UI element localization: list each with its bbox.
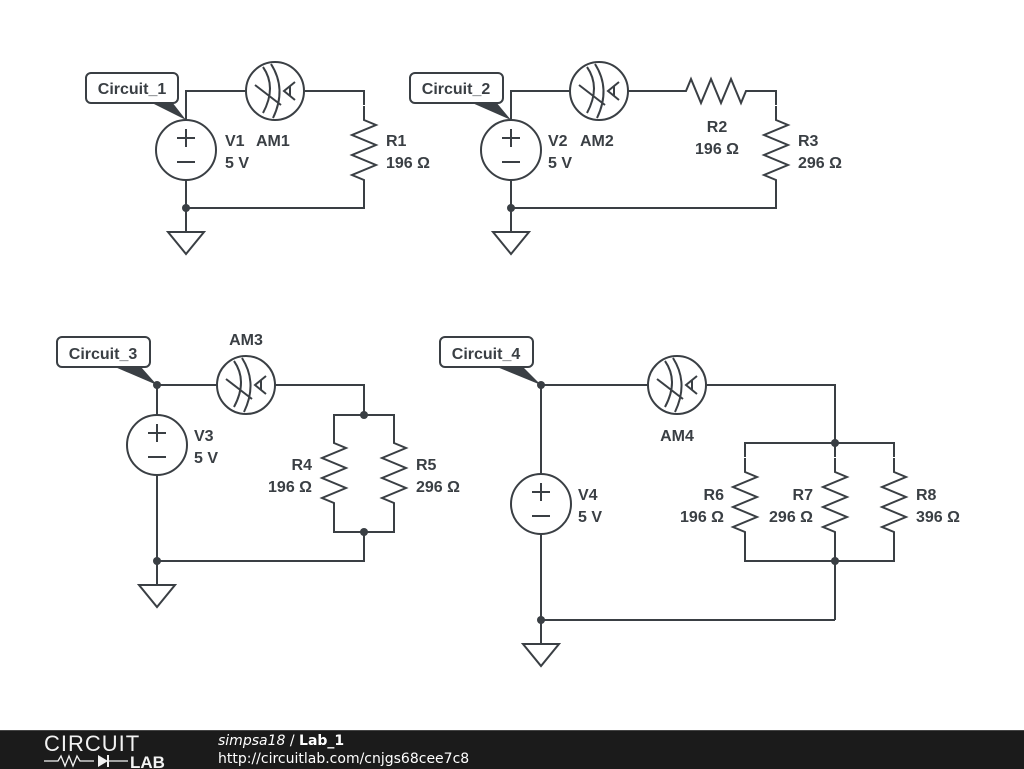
label-pointer <box>470 102 511 120</box>
source-value: 5 V <box>225 155 249 172</box>
resistor-name: R8 <box>916 487 937 504</box>
ammeter-name: AM2 <box>580 133 614 150</box>
circuit-4: Circuit_4 AM4 V4 5 V R6 196 Ω R7 296 Ω R… <box>439 336 960 667</box>
ammeter-name: AM1 <box>256 133 290 150</box>
circuit-3: Circuit_3 AM3 V3 5 V R4 196 Ω R5 296 Ω <box>56 332 460 608</box>
wire[interactable] <box>706 384 836 443</box>
ammeter-am3[interactable] <box>216 355 276 415</box>
label-pointer <box>115 367 157 385</box>
wire[interactable] <box>760 90 777 105</box>
logo-text-circuit: CIRCUIT <box>44 731 141 756</box>
resistor-name: R3 <box>798 133 819 150</box>
voltage-source-v4[interactable] <box>510 473 572 535</box>
ground-icon[interactable] <box>138 584 176 608</box>
source-value: 5 V <box>194 450 218 467</box>
breadcrumb-separator: / <box>285 733 300 749</box>
resistor-value: 196 Ω <box>386 155 430 172</box>
resistor-r5[interactable] <box>381 428 407 518</box>
source-name: V1 <box>225 133 245 150</box>
resistor-value: 296 Ω <box>798 155 842 172</box>
resistor-value: 296 Ω <box>416 479 460 496</box>
junction-node <box>507 204 515 212</box>
wire[interactable] <box>185 90 245 120</box>
wire[interactable] <box>186 194 365 209</box>
resistor-value: 196 Ω <box>268 479 312 496</box>
circuit-label: Circuit_4 <box>452 346 521 363</box>
project-url[interactable]: http://circuitlab.com/cnjgs68cee7c8 <box>218 751 470 767</box>
ammeter-am4[interactable] <box>647 355 707 415</box>
wire[interactable] <box>744 546 895 562</box>
wire[interactable] <box>275 384 365 415</box>
resistor-value: 396 Ω <box>916 509 960 526</box>
resistor-r2[interactable] <box>671 78 761 104</box>
resistor-name: R2 <box>707 119 728 136</box>
voltage-source-v2[interactable] <box>480 119 542 181</box>
username-link[interactable]: simpsa18 <box>218 733 286 749</box>
circuit-label-box[interactable] <box>409 72 504 104</box>
resistor-value: 296 Ω <box>769 509 813 526</box>
wire[interactable] <box>511 194 777 209</box>
logo-schematic-icon: LAB <box>44 753 165 769</box>
circuit-label-box[interactable] <box>56 336 151 368</box>
source-name: V3 <box>194 428 214 445</box>
ammeter-name: AM3 <box>229 332 263 349</box>
junction-node <box>153 557 161 565</box>
resistor-name: R7 <box>793 487 814 504</box>
junction-node <box>831 557 839 565</box>
ground-icon[interactable] <box>522 643 560 667</box>
circuit-label-box[interactable] <box>85 72 179 104</box>
label-pointer <box>497 367 541 385</box>
project-name[interactable]: Lab_1 <box>299 733 345 749</box>
ammeter-name: AM4 <box>660 428 694 445</box>
resistor-value: 196 Ω <box>695 141 739 158</box>
ground-icon[interactable] <box>492 231 530 255</box>
ammeter-am2[interactable] <box>569 61 629 121</box>
resistor-name: R1 <box>386 133 407 150</box>
resistor-name: R6 <box>704 487 725 504</box>
resistor-r4[interactable] <box>321 428 347 518</box>
source-value: 5 V <box>548 155 572 172</box>
resistor-r8[interactable] <box>881 457 907 547</box>
schematic-canvas[interactable]: Circuit_1 V1 AM1 5 V R1 196 Ω Circuit_2 … <box>0 0 1024 730</box>
circuit-label: Circuit_1 <box>98 81 167 98</box>
resistor-r3[interactable] <box>763 105 789 195</box>
circuit-label-box[interactable] <box>439 336 534 368</box>
resistor-value: 196 Ω <box>680 509 724 526</box>
source-name: V2 <box>548 133 568 150</box>
wire[interactable] <box>305 90 365 105</box>
junction-node <box>360 528 368 536</box>
voltage-source-v1[interactable] <box>155 119 217 181</box>
junction-node <box>831 439 839 447</box>
circuit-label: Circuit_3 <box>69 346 138 363</box>
resistor-r1[interactable] <box>351 105 377 195</box>
label-pointer <box>150 102 186 120</box>
source-name: V4 <box>578 487 598 504</box>
resistor-r6[interactable] <box>732 457 758 547</box>
wire[interactable] <box>744 442 895 457</box>
junction-node <box>182 204 190 212</box>
circuit-1: Circuit_1 V1 AM1 5 V R1 196 Ω <box>85 61 430 255</box>
ground-icon[interactable] <box>167 231 205 255</box>
resistor-name: R4 <box>292 457 313 474</box>
source-value: 5 V <box>578 509 602 526</box>
project-info: simpsa18 / Lab_1 http://circuitlab.com/c… <box>218 732 469 768</box>
junction-node <box>360 411 368 419</box>
circuit-label: Circuit_2 <box>422 81 491 98</box>
wire[interactable] <box>510 90 570 120</box>
junction-node <box>537 616 545 624</box>
circuitlab-logo[interactable]: CIRCUIT LAB <box>44 731 174 769</box>
logo-text-lab: LAB <box>130 753 165 769</box>
resistor-name: R5 <box>416 457 437 474</box>
voltage-source-v3[interactable] <box>126 414 188 476</box>
wire[interactable] <box>157 532 365 562</box>
ammeter-am1[interactable] <box>245 61 305 121</box>
circuit-2: Circuit_2 V2 AM2 5 V R2 196 Ω R3 296 Ω <box>409 61 842 255</box>
footer-bar: CIRCUIT LAB simpsa18 / Lab_1 http://circ… <box>0 730 1024 769</box>
resistor-r7[interactable] <box>822 457 848 547</box>
